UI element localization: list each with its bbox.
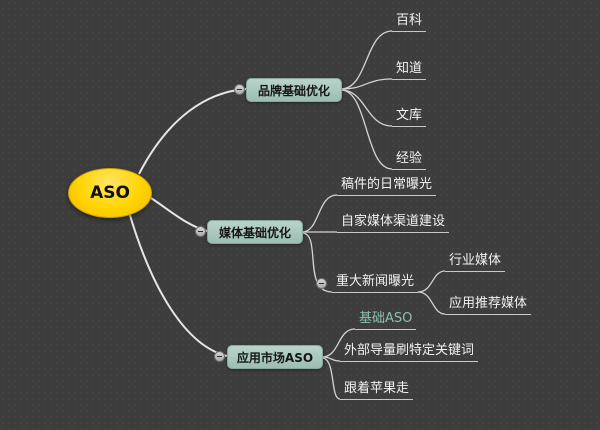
leaf-topic-highlighted[interactable]: 基础ASO	[355, 310, 417, 330]
connector-brand-baike	[340, 30, 393, 90]
connector-media-daily	[301, 194, 338, 233]
leaf-topic[interactable]: 知道	[392, 60, 427, 80]
collapse-minus-icon[interactable]	[195, 226, 206, 237]
leaf-topic[interactable]: 行业媒体	[445, 252, 506, 272]
leaf-topic[interactable]: 应用推荐媒体	[445, 295, 532, 315]
connector-brand-zhidao	[340, 78, 393, 90]
connector-news-industry	[417, 270, 446, 293]
connector-market-keyword	[321, 356, 341, 362]
leaf-topic[interactable]: 文库	[392, 107, 427, 127]
leaf-topic[interactable]: 自家媒体渠道建设	[337, 213, 450, 233]
collapse-minus-icon[interactable]	[234, 84, 245, 95]
collapse-minus-icon[interactable]	[214, 351, 225, 362]
leaf-topic[interactable]: 百科	[392, 12, 427, 32]
leaf-topic[interactable]: 跟着苹果走	[340, 380, 414, 400]
connector-root-brand	[138, 88, 247, 175]
connector-brand-wenku	[340, 89, 393, 127]
branch-topic-brand[interactable]: 品牌基础优化	[246, 78, 342, 102]
leaf-topic[interactable]: 稿件的日常曝光	[337, 176, 437, 196]
leaf-topic[interactable]: 外部导量刷特定关键词	[340, 342, 479, 362]
branch-topic-market[interactable]: 应用市场ASO	[227, 345, 323, 369]
connector-news-recommend	[417, 291, 446, 315]
subbranch-topic-news[interactable]: 重大新闻曝光	[332, 273, 419, 293]
leaf-topic[interactable]: 经验	[392, 150, 427, 170]
root-topic-aso[interactable]: ASO	[68, 168, 152, 218]
connector-market-apple	[321, 357, 341, 400]
branch-topic-media[interactable]: 媒体基础优化	[207, 220, 303, 244]
collapse-minus-icon[interactable]	[316, 278, 327, 289]
connector-brand-jingyan	[340, 89, 393, 170]
